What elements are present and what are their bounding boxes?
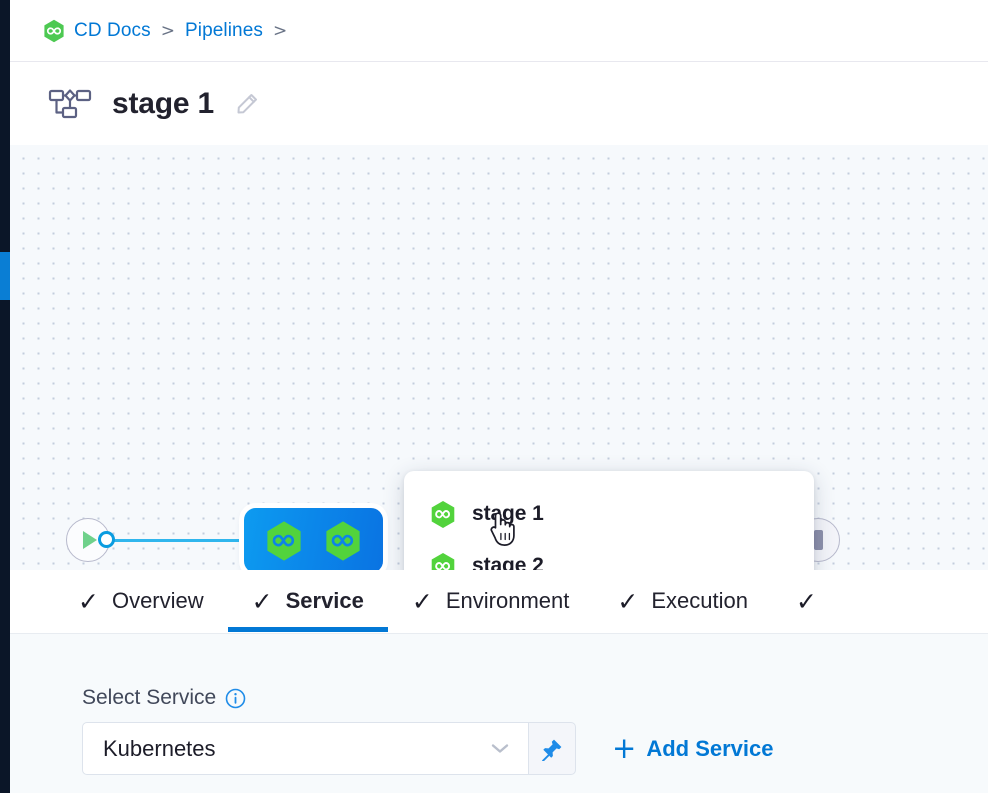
check-icon: ✓ [78,586,99,616]
canvas-connector-line [95,539,250,542]
tab-overview[interactable]: ✓ Overview [54,570,228,632]
tab-execution[interactable]: ✓ Execution [593,570,772,632]
connector-ring-icon[interactable] [98,531,115,548]
check-icon: ✓ [411,586,433,616]
select-service-input[interactable]: Kubernetes [82,722,529,775]
pushpin-icon [542,739,562,761]
chevron-down-icon[interactable] [490,742,510,755]
harness-cd-hexagon-icon [324,520,362,562]
tab-label: Service [285,588,364,613]
harness-cd-hexagon-icon [430,552,456,570]
pin-service-button[interactable] [529,722,576,775]
service-config-panel: Select Service Kubernetes [10,633,988,793]
pencil-edit-icon[interactable] [234,91,260,117]
breadcrumb-item-pipelines[interactable]: Pipelines [184,19,263,41]
info-circle-icon[interactable] [225,688,246,709]
page-title: stage 1 [112,87,214,120]
tab-service[interactable]: ✓ Service [227,570,389,632]
stage-selection-popup[interactable]: stage 1 stage 2 [404,471,814,570]
check-icon: ✓ [617,586,639,616]
check-icon: ✓ [795,586,817,616]
pipeline-stages-diagram-icon [48,87,92,121]
check-icon: ✓ [251,586,273,616]
stage-config-tabs: ✓ Overview ✓ Service ✓ Environment ✓ Exe… [10,570,988,633]
popup-item-stage-2[interactable]: stage 2 [404,540,814,570]
left-rail-active-indicator [0,252,10,300]
add-service-button[interactable]: + Add Service [612,734,773,763]
harness-cd-hexagon-icon [430,500,456,529]
breadcrumb-item-cd-docs[interactable]: CD Docs [74,19,151,41]
select-service-value: Kubernetes [103,735,216,761]
pipeline-canvas[interactable]: stage 1 + 1 more stages Add Stage stage … [10,145,988,570]
select-service-label: Select Service [82,686,217,709]
play-triangle-icon [83,531,97,549]
left-navigation-rail[interactable] [0,0,10,793]
popup-item-label: stage 2 [472,554,544,570]
tab-label: Execution [651,588,748,613]
tab-advanced-truncated[interactable]: ✓ [772,570,854,632]
add-service-label: Add Service [646,735,774,761]
select-service-control: Kubernetes [82,722,576,775]
breadcrumb-separator: > [272,20,288,41]
stage-group-node[interactable] [244,508,383,570]
harness-cd-hexagon-icon [265,520,303,562]
select-service-label-row: Select Service [82,686,246,710]
harness-cd-hexagon-icon [43,19,65,43]
tab-label: Overview [111,588,204,613]
popup-item-label: stage 1 [472,502,544,525]
tab-environment[interactable]: ✓ Environment [388,570,593,632]
breadcrumb: CD Docs > Pipelines > [10,0,988,62]
page-header: stage 1 [10,63,988,145]
popup-item-stage-1[interactable]: stage 1 [404,488,814,540]
tab-label: Environment [445,588,570,613]
plus-icon: + [612,731,637,765]
breadcrumb-separator: > [160,20,175,41]
stop-bar-icon [813,530,823,550]
